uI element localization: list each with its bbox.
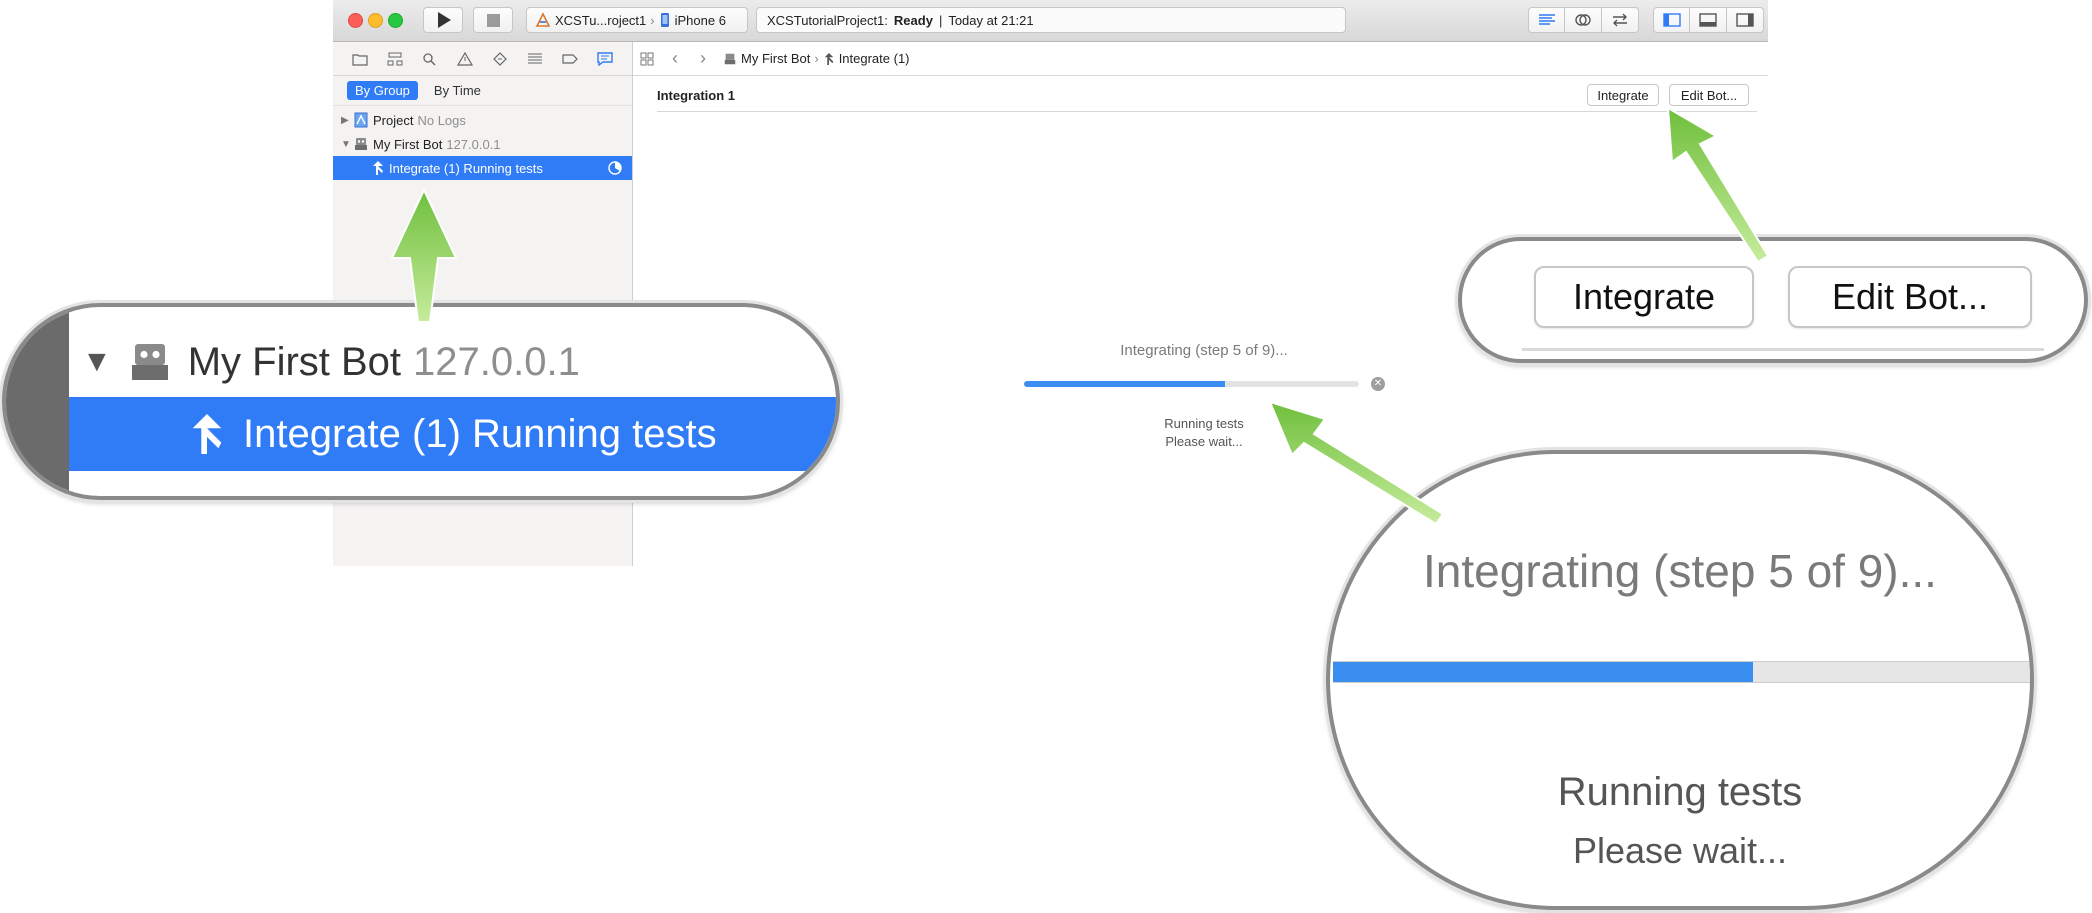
log-filter-bar: By Group By Time xyxy=(333,76,632,106)
interlocked-rings-icon xyxy=(1575,14,1591,26)
activity-viewer: XCSTutorialProject1: Ready | Today at 21:… xyxy=(756,7,1346,33)
integration-label: Integrate (1) Running tests xyxy=(389,160,543,176)
edit-bot-button[interactable]: Edit Bot... xyxy=(1669,84,1749,106)
breakpoint-icon[interactable] xyxy=(557,49,582,69)
bot-detail: 127.0.0.1 xyxy=(446,136,501,152)
run-button[interactable] xyxy=(423,7,463,33)
callout-bot-row: ▼ My First Bot 127.0.0.1 xyxy=(82,327,580,397)
callout-integrate-button: Integrate xyxy=(1534,266,1754,328)
report-icon[interactable] xyxy=(592,49,617,69)
chevron-right-icon: › xyxy=(814,51,819,66)
standard-editor-button[interactable] xyxy=(1529,8,1566,32)
toggle-navigator-button[interactable] xyxy=(1654,8,1691,32)
progress-pie-icon xyxy=(608,161,622,175)
toggle-debug-area-button[interactable] xyxy=(1690,8,1727,32)
callout-divider xyxy=(1522,348,2044,351)
chevron-right-icon: › xyxy=(650,12,655,28)
project-label: Project xyxy=(373,112,414,128)
search-icon[interactable] xyxy=(417,49,442,69)
integrate-button[interactable]: Integrate xyxy=(1587,84,1659,106)
merge-arrow-icon xyxy=(192,414,222,454)
view-toggle-control xyxy=(1653,7,1764,33)
play-icon xyxy=(438,12,451,28)
disclosure-right-icon[interactable]: ▶ xyxy=(341,114,349,126)
forward-chevron-icon[interactable]: › xyxy=(700,48,706,68)
scheme-selector[interactable]: XCSTu...roject1 › iPhone 6 xyxy=(526,7,748,33)
filter-by-group[interactable]: By Group xyxy=(347,81,418,100)
robot-icon xyxy=(724,53,736,64)
breadcrumb-bot[interactable]: My First Bot xyxy=(741,51,811,66)
integration-status: Integrating (step 5 of 9)... xyxy=(1120,342,1288,359)
stop-icon xyxy=(486,13,500,27)
swap-arrows-icon xyxy=(1612,13,1627,27)
merge-arrow-icon xyxy=(824,52,833,65)
zoom-window-button[interactable] xyxy=(388,13,403,28)
callout-sub-2: Please wait... xyxy=(1572,830,1788,871)
callout-sub-1: Running tests xyxy=(1557,770,1803,814)
bottom-panel-icon xyxy=(1699,13,1717,27)
navigator-item-project[interactable]: ▶ Project No Logs xyxy=(333,108,632,132)
callout-bot-name: My First Bot xyxy=(187,339,402,384)
progress-fill xyxy=(1024,381,1225,387)
navigator-zoom-callout: ▼ My First Bot 127.0.0.1 Integrate (1) R… xyxy=(2,303,840,500)
scheme-project-label: XCSTu...roject1 xyxy=(555,12,647,28)
activity-project: XCSTutorialProject1: xyxy=(767,12,888,28)
assistant-editor-button[interactable] xyxy=(1565,8,1602,32)
activity-separator: | xyxy=(938,12,943,28)
merge-arrow-icon xyxy=(373,161,383,175)
callout-edit-bot-button: Edit Bot... xyxy=(1788,266,2032,328)
stop-button[interactable] xyxy=(473,7,513,33)
folder-icon[interactable] xyxy=(347,49,372,69)
progress-zoom-callout: Integrating (step 5 of 9)... Running tes… xyxy=(1326,450,2034,910)
toggle-utilities-button[interactable] xyxy=(1727,8,1763,32)
right-panel-icon xyxy=(1736,13,1754,27)
breadcrumb: My First Bot › Integrate (1) xyxy=(723,51,910,66)
robot-icon xyxy=(131,344,168,380)
version-editor-button[interactable] xyxy=(1602,8,1638,32)
callout-bot-ip: 127.0.0.1 xyxy=(413,339,580,384)
jump-bar: ‹ › My First Bot › Integrate (1) xyxy=(633,42,1768,76)
warning-icon[interactable] xyxy=(452,49,477,69)
integration-progress-bar xyxy=(1024,381,1359,387)
buttons-zoom-callout: Integrate Edit Bot... xyxy=(1458,237,2088,363)
bot-label: My First Bot xyxy=(373,136,443,152)
status-sub-2: Please wait... xyxy=(1165,434,1243,449)
integration-header: Integration 1 Integrate Edit Bot... xyxy=(657,78,1757,112)
navigator-item-integration[interactable]: Integrate (1) Running tests xyxy=(333,156,632,180)
callout-status: Integrating (step 5 of 9)... xyxy=(1423,545,1937,597)
filter-by-time[interactable]: By Time xyxy=(433,83,481,98)
left-panel-icon xyxy=(1662,13,1681,27)
integration-title: Integration 1 xyxy=(657,88,736,103)
close-window-button[interactable] xyxy=(348,13,363,28)
navigator-item-bot[interactable]: ▼ My First Bot 127.0.0.1 xyxy=(333,132,632,156)
debug-list-icon[interactable] xyxy=(522,49,547,69)
hierarchy-icon[interactable] xyxy=(382,49,407,69)
breadcrumb-integration[interactable]: Integrate (1) xyxy=(838,51,910,66)
status-sub-1: Running tests xyxy=(1164,416,1244,431)
navigator-selector-bar xyxy=(333,42,632,76)
align-lines-icon xyxy=(1538,14,1555,25)
back-chevron-icon[interactable]: ‹ xyxy=(672,48,678,68)
callout-progress-fill xyxy=(1333,662,1753,682)
activity-status: Ready xyxy=(893,12,933,28)
disclosure-down-icon[interactable]: ▼ xyxy=(341,138,351,150)
minimize-window-button[interactable] xyxy=(368,13,383,28)
project-icon xyxy=(354,112,368,128)
editor-mode-control xyxy=(1528,7,1639,33)
cancel-icon[interactable]: ✕ xyxy=(1371,377,1385,391)
project-detail: No Logs xyxy=(417,112,466,128)
callout-progress-bar xyxy=(1333,661,2030,683)
callout-integration-label: Integrate (1) Running tests xyxy=(243,411,717,456)
disclosure-down-icon: ▼ xyxy=(82,345,112,378)
activity-time: Today at 21:21 xyxy=(948,12,1034,28)
related-items-grid-icon[interactable] xyxy=(633,42,661,76)
robot-icon xyxy=(355,138,367,150)
callout-edge xyxy=(6,307,69,496)
test-diamond-icon[interactable] xyxy=(487,49,512,69)
callout-integration-row: Integrate (1) Running tests xyxy=(69,397,836,471)
scheme-device-label: iPhone 6 xyxy=(674,12,726,28)
iphone-icon xyxy=(660,13,669,27)
xcode-project-icon xyxy=(535,12,551,27)
toolbar: XCSTu...roject1 › iPhone 6 XCSTutorialPr… xyxy=(333,0,1768,42)
